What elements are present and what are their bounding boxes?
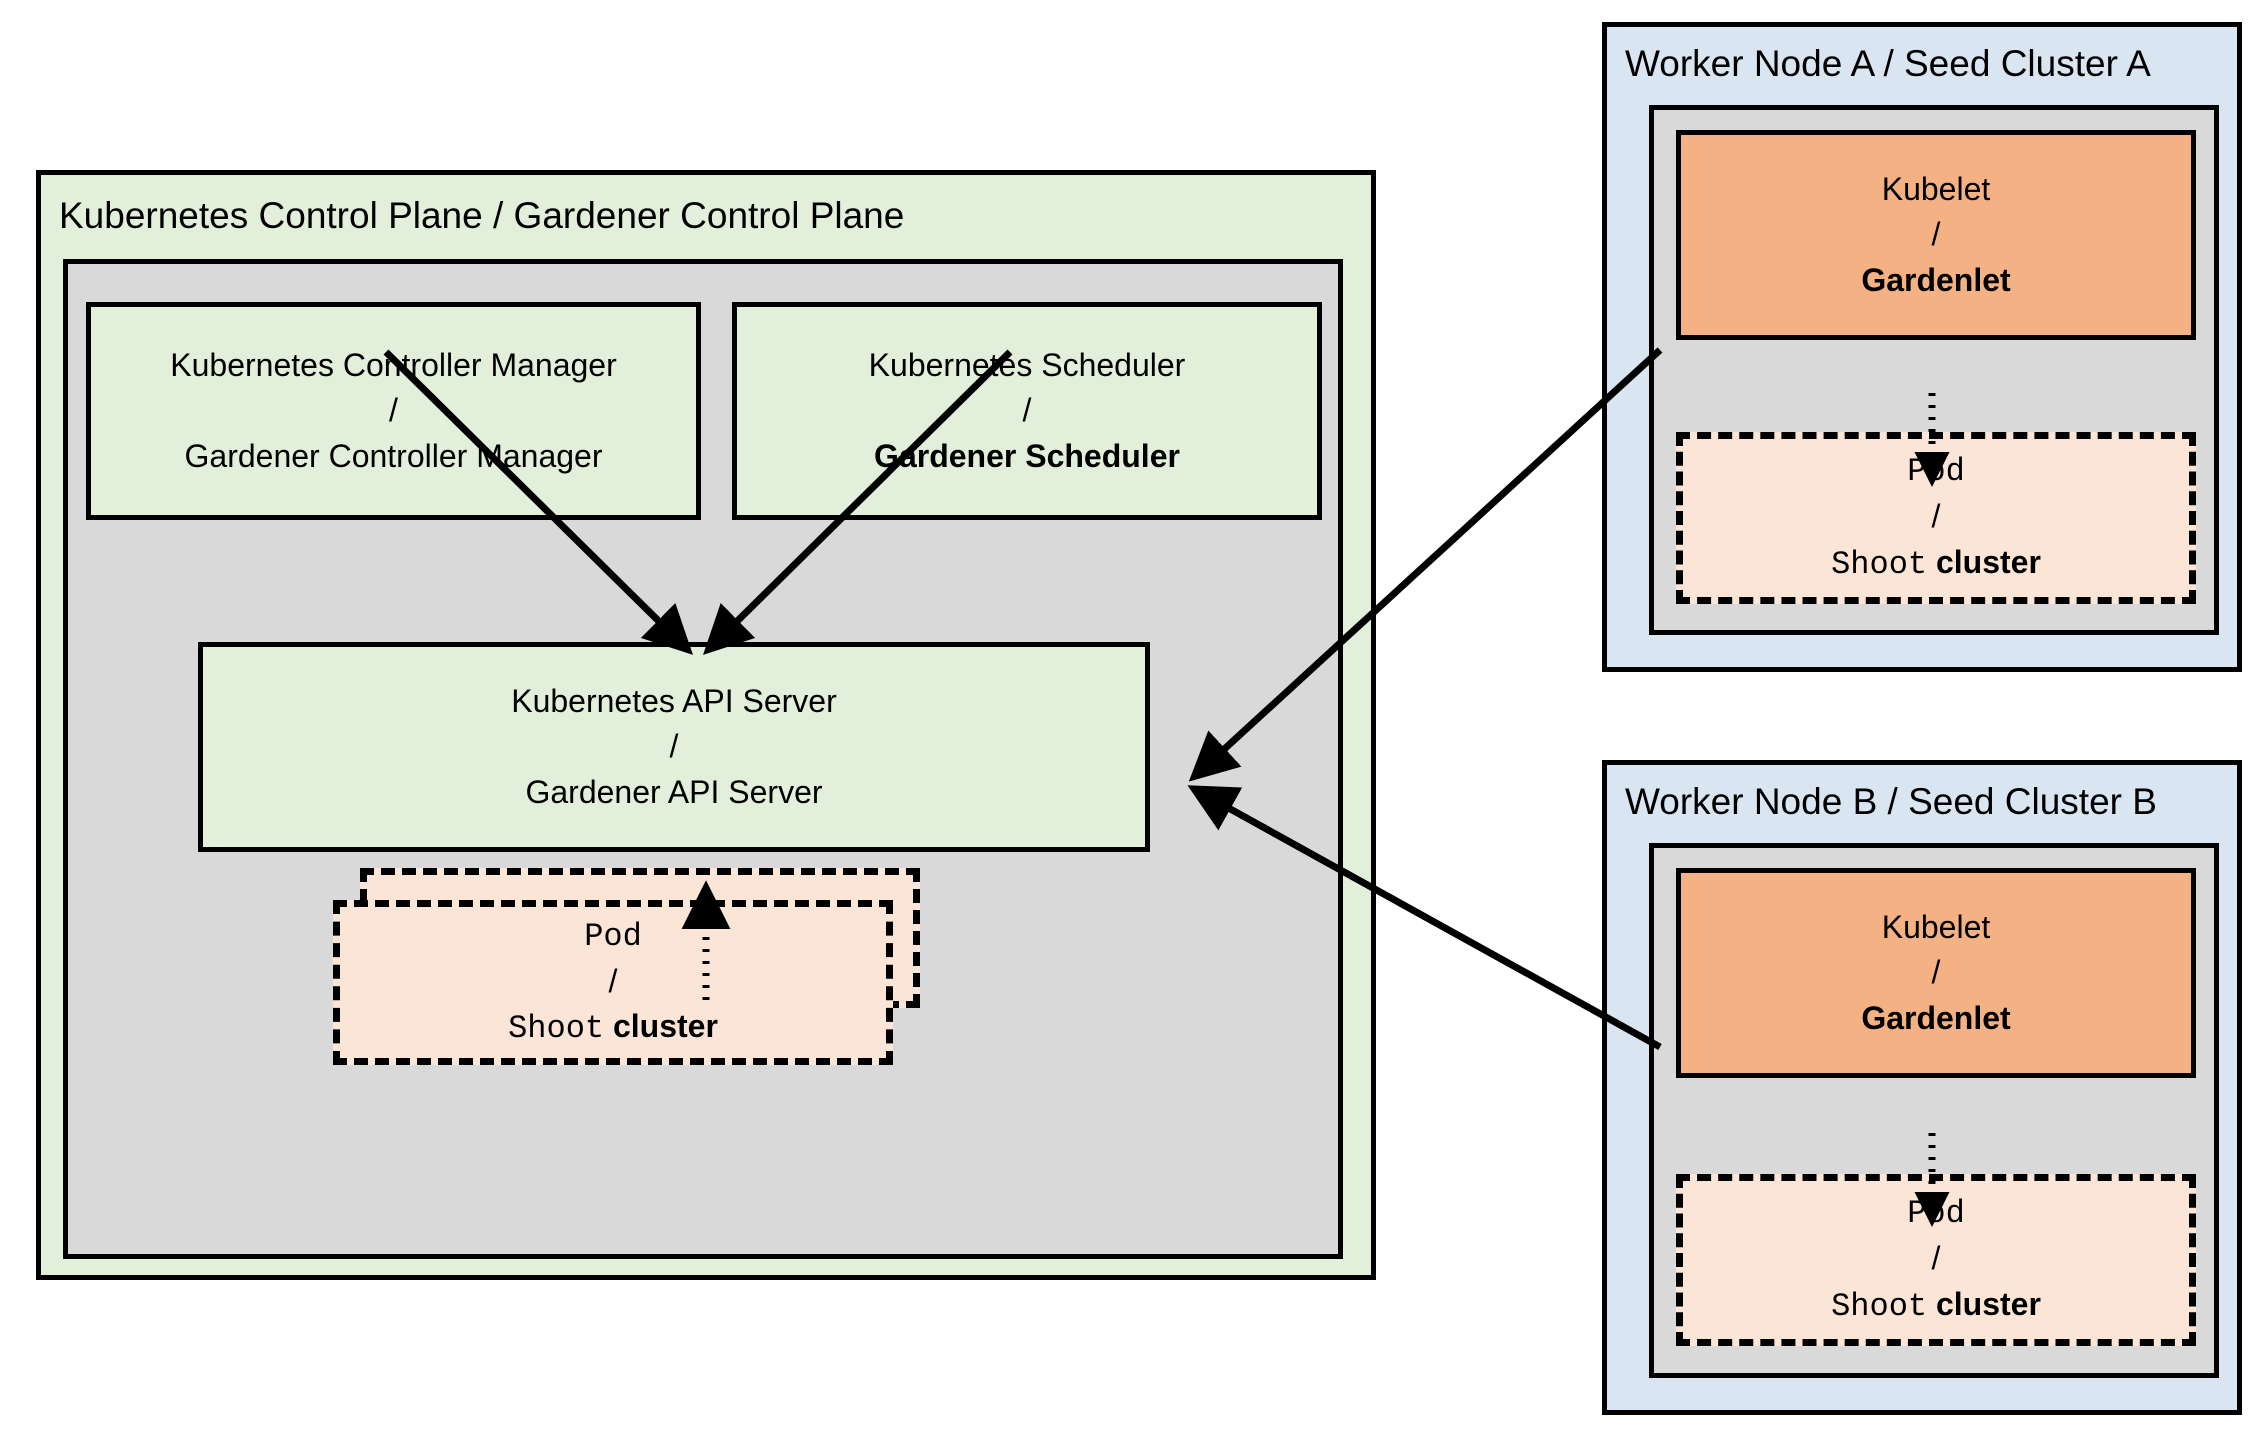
worker-node-a-kubelet-box: Kubelet / Gardenlet: [1676, 130, 2196, 340]
worker-node-a-kubelet-line2: Gardenlet: [1861, 261, 2011, 298]
control-plane-pod-line2-mono: Shoot: [508, 1010, 605, 1048]
worker-node-b-pod-box: Pod / Shoot cluster: [1676, 1174, 2196, 1346]
worker-node-b-inner-region: Kubelet / Gardenlet Pod / Shoot cluster: [1649, 843, 2219, 1378]
worker-node-a-inner-region: Kubelet / Gardenlet Pod / Shoot cluster: [1649, 105, 2219, 635]
kubernetes-scheduler-box: Kubernetes Scheduler / Gardener Schedule…: [732, 302, 1322, 520]
worker-node-a-pod-line2: Shoot cluster: [1683, 540, 2189, 587]
worker-node-a-pod-line2-mono: Shoot: [1831, 545, 1928, 583]
worker-node-b-kubelet-line1: Kubelet: [1881, 908, 1991, 945]
worker-node-a-container: Worker Node A / Seed Cluster A Kubelet /…: [1602, 22, 2242, 672]
api-server-separator: /: [669, 728, 679, 765]
worker-node-a-kubelet-label: Kubelet / Gardenlet: [1681, 167, 2191, 303]
worker-node-a-kubelet-separator: /: [1931, 216, 1941, 253]
worker-node-b-kubelet-separator: /: [1931, 954, 1941, 991]
api-server-line1: Kubernetes API Server: [511, 682, 837, 719]
control-plane-pod-label: Pod / Shoot cluster: [340, 913, 886, 1051]
controller-manager-separator: /: [389, 392, 398, 429]
controller-manager-label: Kubernetes Controller Manager / Gardener…: [91, 343, 696, 479]
control-plane-pod-separator: /: [608, 962, 618, 999]
control-plane-pod-line2-bold: cluster: [612, 1008, 718, 1045]
worker-node-a-pod-line2-bold: cluster: [1935, 543, 2041, 580]
worker-node-b-pod-separator: /: [1931, 1240, 1941, 1277]
control-plane-pod-box: Pod / Shoot cluster: [333, 900, 893, 1065]
worker-node-b-pod-label: Pod / Shoot cluster: [1683, 1191, 2189, 1329]
worker-node-b-pod-line2-bold: cluster: [1935, 1285, 2041, 1322]
worker-node-a-kubelet-line1: Kubelet: [1881, 170, 1991, 207]
kubernetes-controller-manager-box: Kubernetes Controller Manager / Gardener…: [86, 302, 701, 520]
worker-node-b-title: Worker Node B / Seed Cluster B: [1625, 781, 2157, 822]
scheduler-separator: /: [1022, 392, 1032, 429]
worker-node-a-pod-line1: Pod: [1907, 452, 1965, 490]
kubernetes-api-server-box: Kubernetes API Server / Gardener API Ser…: [198, 642, 1150, 852]
worker-node-a-title: Worker Node A / Seed Cluster A: [1625, 43, 2151, 84]
control-plane-title: Kubernetes Control Plane / Gardener Cont…: [59, 195, 905, 236]
scheduler-line2: Gardener Scheduler: [874, 437, 1180, 474]
worker-node-b-kubelet-line2: Gardenlet: [1861, 999, 2011, 1036]
api-server-label: Kubernetes API Server / Gardener API Ser…: [203, 679, 1145, 815]
control-plane-inner-region: Kubernetes Controller Manager / Gardener…: [63, 259, 1343, 1259]
worker-node-b-pod-line2: Shoot cluster: [1683, 1282, 2189, 1329]
worker-node-a-pod-separator: /: [1931, 498, 1941, 535]
scheduler-label: Kubernetes Scheduler / Gardener Schedule…: [737, 343, 1317, 479]
api-server-line2: Gardener API Server: [525, 773, 823, 810]
worker-node-b-pod-line1: Pod: [1907, 1194, 1965, 1232]
control-plane-pod-line1: Pod: [584, 917, 642, 955]
worker-node-b-container: Worker Node B / Seed Cluster B Kubelet /…: [1602, 760, 2242, 1415]
worker-node-a-pod-label: Pod / Shoot cluster: [1683, 449, 2189, 587]
control-plane-pod-line2: Shoot cluster: [340, 1004, 886, 1051]
control-plane-container: Kubernetes Control Plane / Gardener Cont…: [36, 170, 1376, 1280]
worker-node-a-pod-box: Pod / Shoot cluster: [1676, 432, 2196, 604]
worker-node-b-kubelet-box: Kubelet / Gardenlet: [1676, 868, 2196, 1078]
worker-node-b-pod-line2-mono: Shoot: [1831, 1287, 1928, 1325]
controller-manager-line1: Kubernetes Controller Manager: [170, 346, 617, 383]
scheduler-line1: Kubernetes Scheduler: [868, 346, 1186, 383]
worker-node-b-kubelet-label: Kubelet / Gardenlet: [1681, 905, 2191, 1041]
controller-manager-line2: Gardener Controller Manager: [184, 437, 603, 474]
